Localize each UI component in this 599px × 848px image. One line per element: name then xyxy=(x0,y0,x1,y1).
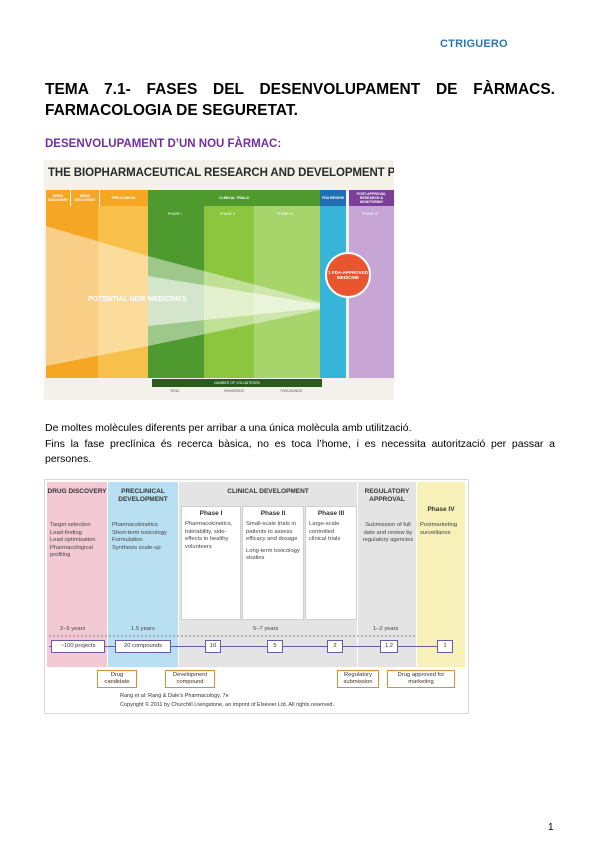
phase-ii-box: Phase II Small-scale trials in patients … xyxy=(242,506,304,620)
discovery-item: Pharmacological profiling xyxy=(50,544,93,559)
phase-i-box: Phase I Pharmacokinetics, tolerability, … xyxy=(181,506,241,620)
discovery-header: DRUG DISCOVERY xyxy=(47,488,107,495)
count-phase4: 1 xyxy=(437,640,453,653)
count-phase-iii: 2 xyxy=(327,640,343,653)
section-subtitle: DESENVOLUPAMENT D’UN NOU FÀRMAC: xyxy=(45,138,282,150)
phase-iii-text: Large-scale controlled clinical trials xyxy=(309,521,341,542)
author-name: CTRIGUERO xyxy=(440,38,508,50)
preclinical-item: Pharmacokinetics xyxy=(112,522,158,528)
preclinical-items: Pharmacokinetics Short-term toxicology F… xyxy=(112,522,176,552)
phase-i-label: PHASE I xyxy=(168,212,182,216)
phase-i-title: Phase I xyxy=(199,510,223,517)
phase-iii-title: Phase III xyxy=(317,510,345,517)
stage-post-approval: POST-APPROVAL RESEARCH & MONITORING xyxy=(349,190,394,206)
rd-process-figure: THE BIOPHARMACEUTICAL RESEARCH AND DEVEL… xyxy=(44,160,394,400)
years-discovery: 2–5 years xyxy=(60,626,86,632)
stage-preclinical: PRE-CLINICAL xyxy=(100,190,148,206)
potential-medicines-label: POTENTIAL NEW MEDICINES xyxy=(88,296,187,303)
count-discovery: ~100 projects xyxy=(51,640,105,653)
figure-source: Rang et al: Rang & Dale’s Pharmacology, … xyxy=(120,693,229,699)
years-timeline xyxy=(49,635,415,637)
phase4-header: Phase IV xyxy=(427,506,455,513)
preclinical-item: Short-term toxicology xyxy=(112,529,167,536)
phase-ii-label: PHASE II xyxy=(220,212,235,216)
drug-development-figure: DRUG DISCOVERY PRECLINICAL DEVELOPMENT C… xyxy=(44,479,469,714)
fda-approved-badge: 1 FDA-APPROVED MEDICINE xyxy=(325,252,371,298)
count-phase-i: 10 xyxy=(205,640,221,653)
annotation-drug-approved: Drug approved for marketing xyxy=(387,670,455,688)
stage-clinical-trials: CLINICAL TRIALS xyxy=(148,190,320,206)
preclinical-header: PRECLINICAL DEVELOPMENT xyxy=(118,488,168,503)
annotation-regulatory-submission: Regulatory submission xyxy=(337,670,379,688)
annotation-development-compound: Development compound xyxy=(165,670,215,688)
volunteers-hundreds: HUNDREDS xyxy=(224,389,244,393)
preclinical-item: Formulation xyxy=(112,537,143,543)
volunteers-tens: TENS xyxy=(170,389,180,393)
years-regulatory: 1–2 years xyxy=(373,626,399,632)
phase-ii-text2: Long-term toxicology studies xyxy=(246,547,300,562)
stage-drug-discovery: DRUG DISCOVERY xyxy=(46,190,70,206)
phase3-column xyxy=(254,206,320,378)
phase-ii-text: Small-scale trials in patients to assess… xyxy=(246,521,298,542)
preclinical-item: Synthesis scale-up xyxy=(112,544,161,551)
phase-iv-label: PHASE IV xyxy=(362,212,379,216)
paragraph-2: Fins la fase preclínica és recerca bàsic… xyxy=(45,438,555,465)
regulatory-text: Submission of full date and review by re… xyxy=(362,522,414,543)
annotation-drug-candidate: Drug candidate xyxy=(97,670,137,688)
volunteers-thousands: THOUSANDS xyxy=(280,389,302,393)
discovery-item: Target selection xyxy=(50,522,91,528)
clinical-header: CLINICAL DEVELOPMENT xyxy=(227,488,309,495)
paragraph-1: De moltes molècules diferents per arriba… xyxy=(45,422,412,434)
phase-iii-label: PHASE III xyxy=(277,212,293,216)
discovery-items: Target selection Lead-finding Lead optim… xyxy=(50,522,106,560)
phase-ii-title: Phase II xyxy=(260,510,286,517)
count-regulatory: 1.2 xyxy=(380,640,398,653)
discovery-item: Lead optimisation xyxy=(50,537,96,543)
stage-fda-review: FDA REVIEW xyxy=(320,190,346,206)
years-clinical: 5–7 years xyxy=(253,626,279,632)
pipeline-line xyxy=(49,646,444,647)
phase-iii-box: Phase III Large-scale controlled clinica… xyxy=(305,506,357,620)
volunteers-bar: NUMBER OF VOLUNTEERS xyxy=(152,379,322,387)
regulatory-header: REGULATORY APPROVAL xyxy=(364,488,410,503)
count-phase-ii: 5 xyxy=(267,640,283,653)
figure-copyright: Copyright © 2011 by Churchill Livingston… xyxy=(120,702,334,708)
figure-title: THE BIOPHARMACEUTICAL RESEARCH AND DEVEL… xyxy=(48,167,394,179)
discovery-column xyxy=(46,206,98,378)
phase4-text: Postmarketing surveillance xyxy=(420,522,458,536)
phase4-col xyxy=(417,482,465,667)
discovery-item: Lead-finding xyxy=(50,529,82,536)
count-preclinical: 20 compounds xyxy=(115,640,171,653)
stage-drug-discovery-2: DRUG DISCOVERY xyxy=(71,190,99,206)
years-preclinical: 1.5 years xyxy=(131,626,155,632)
page-number: 1 xyxy=(548,822,554,833)
page-title: TEMA 7.1- FASES DEL DESENVOLUPAMENT DE F… xyxy=(45,81,555,119)
funnel-graphic xyxy=(46,226,320,366)
phase-i-text: Pharmacokinetics, tolerability, side-eff… xyxy=(185,521,233,550)
preclinical-column xyxy=(98,206,148,378)
